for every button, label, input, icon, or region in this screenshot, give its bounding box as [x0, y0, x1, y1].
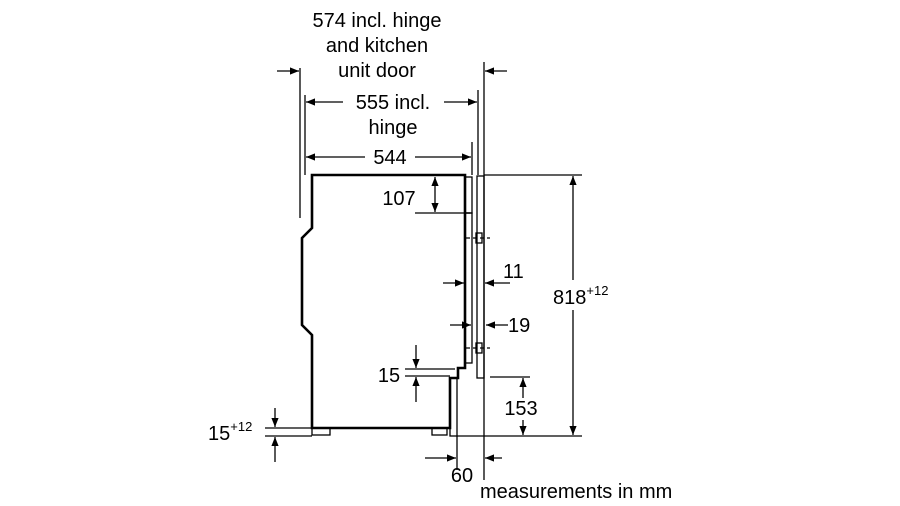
label-107: 107 [382, 188, 415, 210]
label-574-line2: and kitchen [326, 35, 428, 57]
label-818: 818+12 [553, 283, 608, 309]
label-19: 19 [508, 315, 530, 337]
foot-back [311, 427, 331, 436]
foot-front [431, 427, 448, 436]
appliance-outline [300, 173, 490, 437]
dimension-574: 574 incl. hinge and kitchen unit door [277, 10, 507, 82]
dimension-11: 11 [443, 261, 524, 287]
dimension-107: 107 [382, 177, 439, 212]
units-note: measurements in mm [480, 481, 672, 503]
dimension-19: 19 [450, 315, 530, 337]
label-11: 11 [503, 261, 524, 283]
label-544: 544 [373, 147, 406, 169]
label-feet-height: 15+12 [208, 419, 252, 445]
dimension-feet: 15+12 [208, 408, 279, 462]
label-555-line1: 555 incl. [356, 92, 431, 114]
label-574-line3: unit door [338, 60, 416, 82]
label-555-line2: hinge [369, 117, 418, 139]
dimension-60: 60 [425, 454, 502, 487]
label-153: 153 [504, 398, 537, 420]
label-60: 60 [451, 465, 473, 487]
label-574-line1: 574 incl. hinge [313, 10, 442, 32]
dimension-544: 544 [306, 147, 471, 169]
label-15: 15 [378, 365, 400, 387]
dimension-153: 153 [504, 378, 538, 435]
dimension-818: 818+12 [550, 176, 610, 435]
plinth [449, 377, 458, 437]
dimension-555: 555 incl. hinge [306, 92, 477, 139]
dimension-15: 15 [378, 345, 420, 402]
extension-lines [265, 62, 582, 480]
